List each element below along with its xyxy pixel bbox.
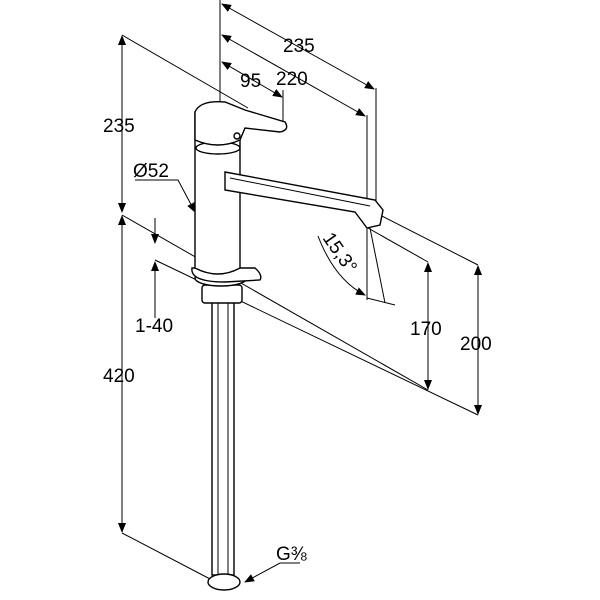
dim-spout-height: 200 [460, 334, 492, 355]
dim-diameter: Ø52 [133, 161, 169, 182]
dim-deck-thickness: 1-40 [135, 316, 173, 337]
dim-connection: G⅜ [276, 544, 307, 565]
dim-outlet-height: 170 [410, 319, 442, 340]
dimension-lines [118, 3, 482, 583]
faucet [191, 101, 384, 591]
dim-reach-spout: 220 [276, 69, 308, 90]
dim-reach-total: 235 [283, 36, 315, 57]
dim-hose-length: 420 [103, 366, 135, 387]
dim-lever-reach: 95 [240, 71, 261, 92]
dim-spout-angle: 15,3° [318, 229, 361, 278]
dim-overall-height: 235 [103, 116, 135, 137]
dimension-labels: 235 220 95 235 Ø52 1-40 420 15,3° 170 20… [103, 36, 492, 565]
